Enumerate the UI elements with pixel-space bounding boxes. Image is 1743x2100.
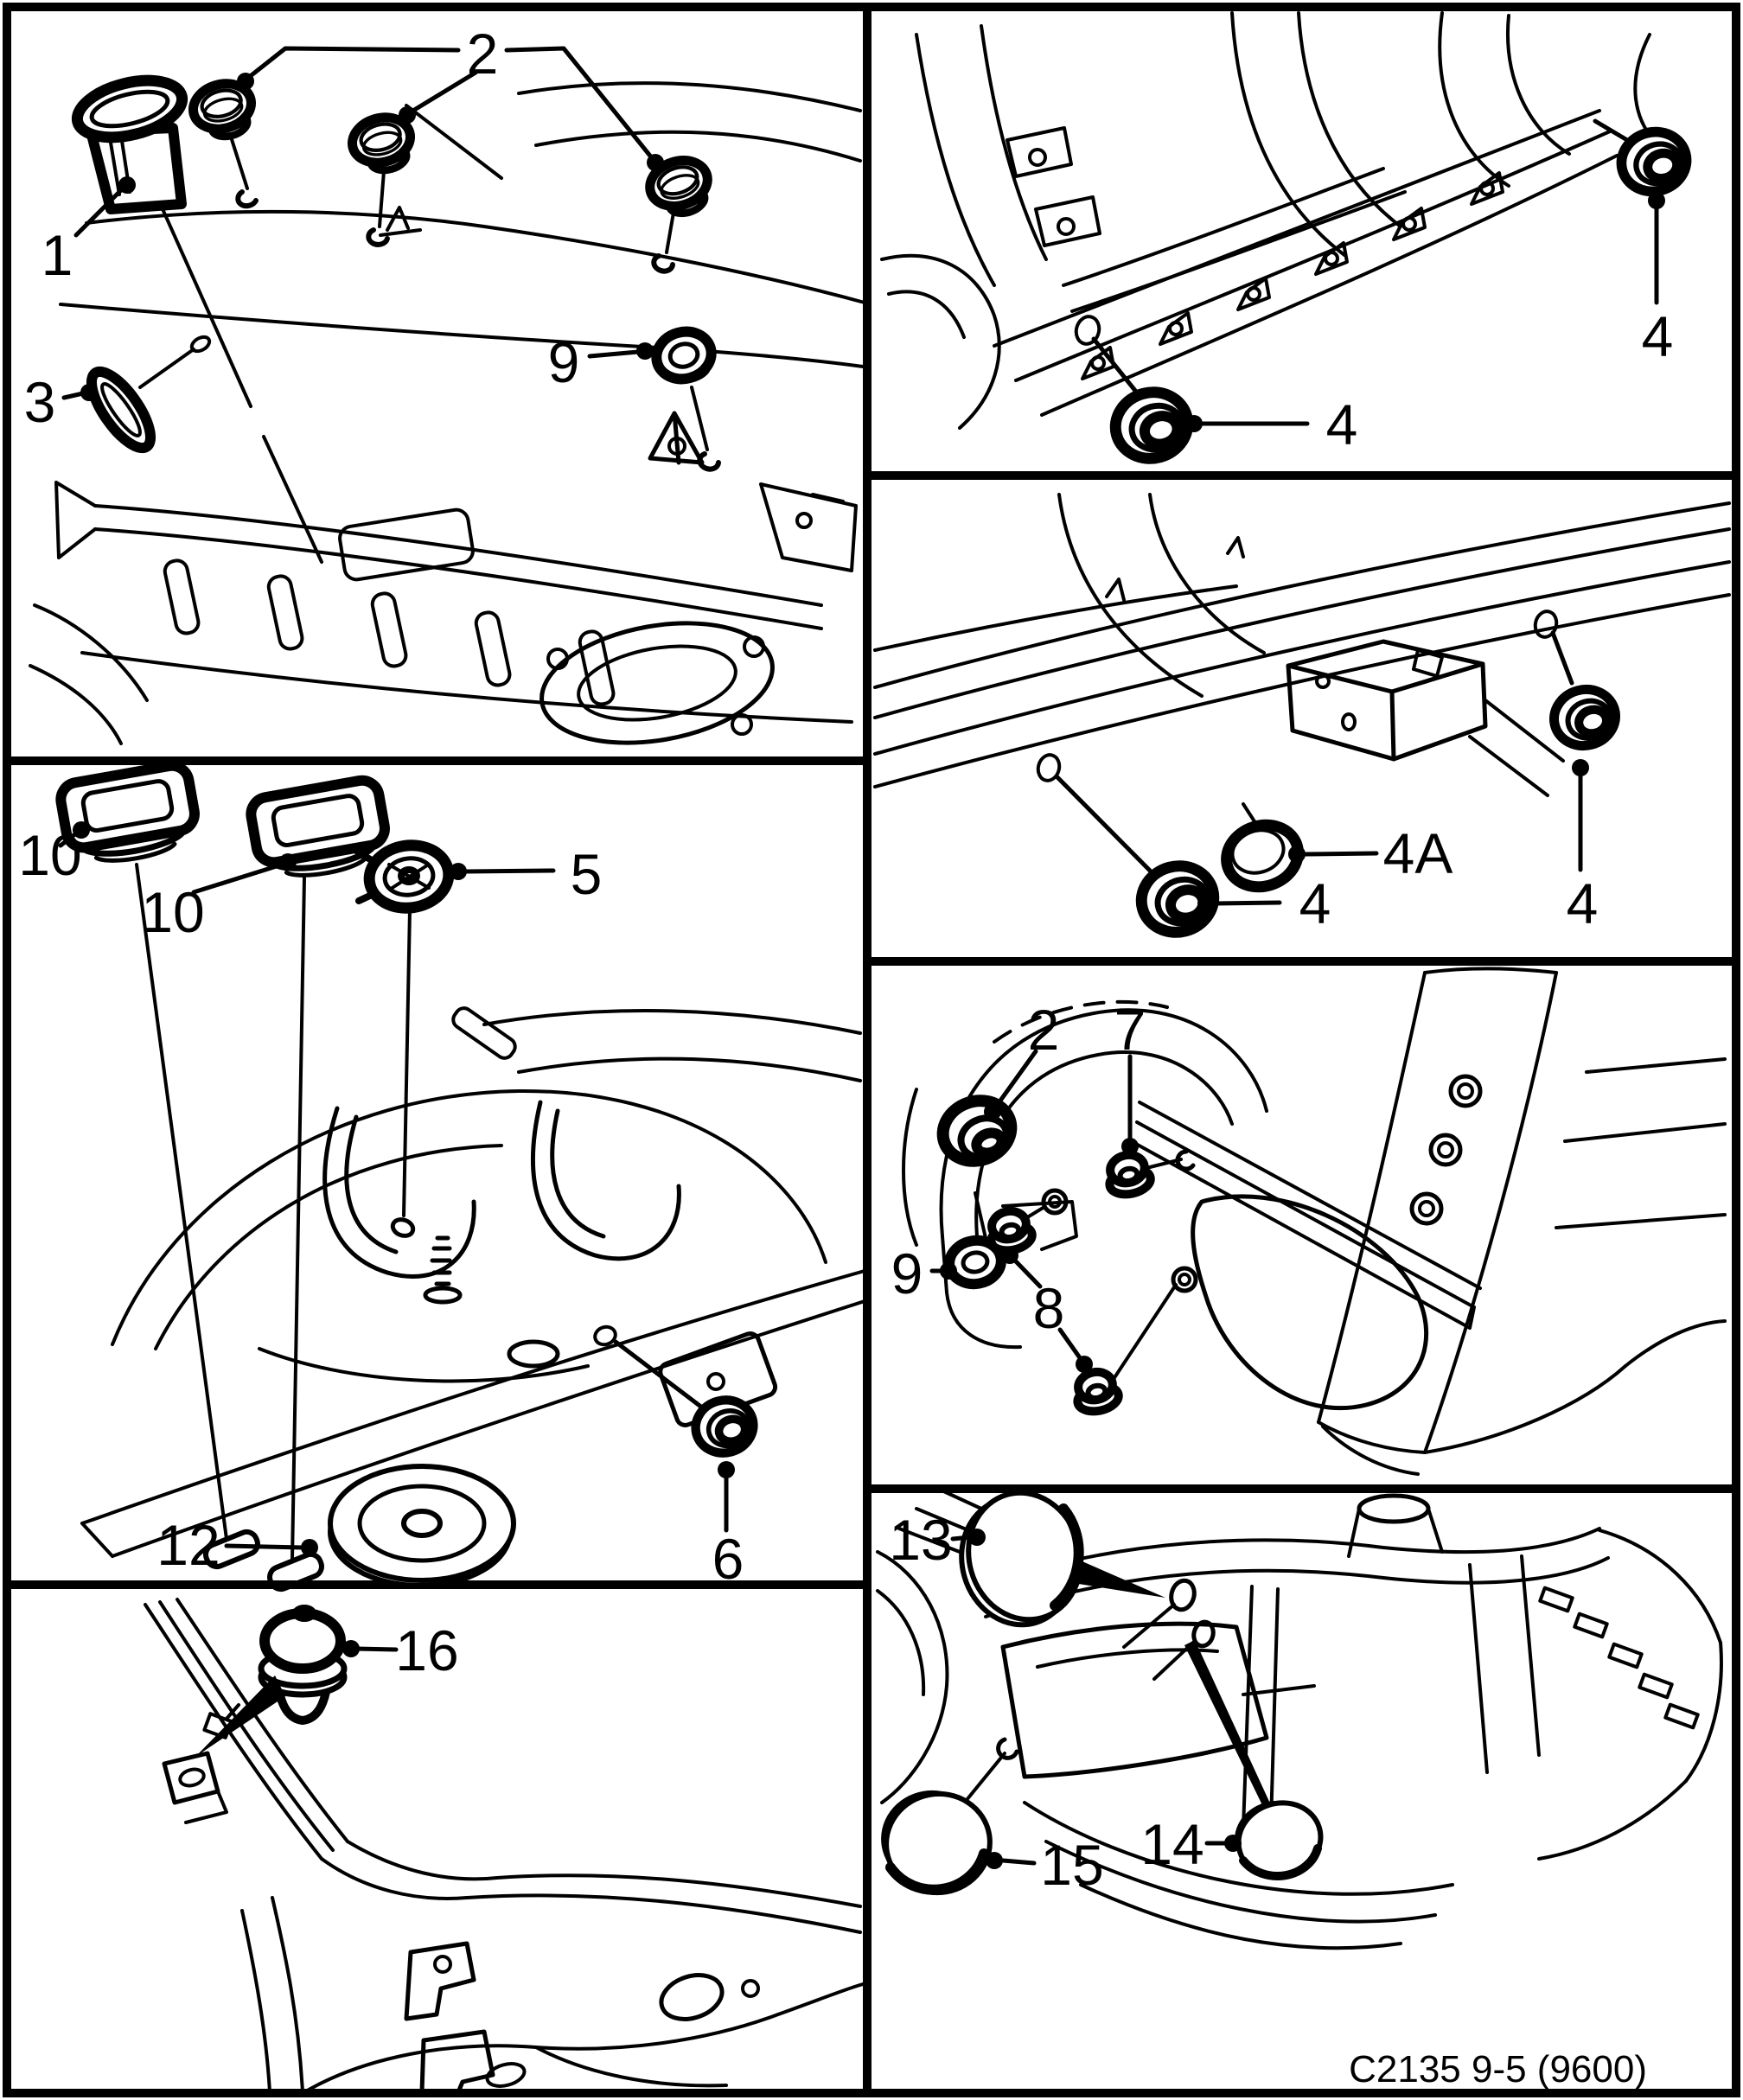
callout-10b-label: 10: [141, 880, 204, 944]
panel-inner-sill: 4 4A 4: [873, 493, 1731, 941]
outer-sill-line-art: [880, 11, 1660, 430]
callout-3: 3: [24, 370, 98, 434]
disc-item13: [959, 1490, 1084, 1628]
plug-item9-l1: [648, 326, 717, 465]
cap-item5: [354, 839, 455, 914]
callout-4-front: 4: [1185, 393, 1357, 456]
callout-6-label: 6: [712, 1527, 744, 1591]
panel-a-pillar-cowl: 16: [144, 1598, 865, 2095]
callout-15-label: 15: [1040, 1833, 1103, 1897]
inner-sill-line-art: [873, 493, 1731, 878]
insert-arrow: [1068, 1556, 1165, 1598]
wheel-well-line-art: [80, 863, 866, 1593]
figure-caption: C2135 9-5 (9600): [1349, 2048, 1647, 2090]
front-end-line-art: [876, 1487, 1723, 1950]
callout-4-left: 4: [1197, 871, 1331, 935]
callout-7-label: 7: [1114, 998, 1146, 1062]
callout-4-right-label: 4: [1567, 871, 1599, 935]
callout-13: 13: [889, 1508, 986, 1572]
callout-4-rear-label: 4: [1642, 304, 1674, 368]
oval-plug-item4A: [1221, 819, 1304, 893]
cone-plug-item16: [195, 1605, 348, 1757]
plug-stems: [228, 132, 709, 451]
callout-16-label: 16: [395, 1618, 458, 1682]
disc-item15: [881, 1790, 993, 1896]
grommet-item3: [86, 335, 212, 454]
callout-4A: 4A: [1288, 821, 1452, 885]
panel-front-fender: 2 7 9 8: [891, 967, 1727, 1476]
callout-4-front-label: 4: [1326, 393, 1358, 456]
plug-item6: [593, 1324, 759, 1459]
callout-4A-label: 4A: [1383, 821, 1453, 885]
callout-4-left-label: 4: [1299, 871, 1331, 935]
panel-outer-sill: 4 4: [880, 11, 1693, 467]
callout-16: 16: [342, 1618, 459, 1682]
callout-8-label: 8: [1033, 1276, 1065, 1340]
callout-14: 14: [1140, 1812, 1242, 1876]
callout-9-r3: 9: [891, 1241, 957, 1305]
callout-10a: 10: [18, 821, 90, 887]
disc-item12: [328, 1464, 516, 1588]
callout-2-r3-label: 2: [1028, 998, 1060, 1062]
callout-4-right: 4: [1567, 759, 1599, 935]
callout-1: 1: [42, 176, 136, 287]
callout-15: 15: [986, 1833, 1104, 1897]
callout-4-rear: 4: [1642, 192, 1674, 368]
callout-12-label: 12: [156, 1513, 220, 1577]
callout-1-label: 1: [42, 223, 73, 287]
drain-funnel-item1: [71, 74, 188, 214]
plug-item8-b: [1072, 1368, 1120, 1414]
callout-5-label: 5: [571, 842, 603, 906]
a-pillar-line-art: [144, 1598, 865, 2095]
callout-14-label: 14: [1140, 1812, 1204, 1876]
callout-9-l1-label: 9: [548, 330, 580, 394]
panel-rear-shelf: 1 2 9 3: [24, 22, 866, 745]
callout-2-r3: 2: [984, 998, 1059, 1120]
callout-12: 12: [156, 1513, 318, 1577]
callout-3-label: 3: [24, 370, 56, 434]
callout-2-label: 2: [467, 22, 499, 86]
panel-front-end: 13 15 14 C2135 9-5 (9600): [876, 1487, 1723, 2090]
panel-spare-wheel-well: 10 10 5 12 6: [18, 763, 866, 1593]
panel-frames: [3, 3, 1740, 2097]
plug-item7: [1104, 1151, 1152, 1197]
pointer-rod: [1184, 1640, 1271, 1809]
callout-7: 7: [1114, 998, 1146, 1155]
rear-shelf-line-art: [29, 81, 866, 745]
callout-10b: 10: [141, 853, 297, 944]
callout-10a-label: 10: [18, 823, 81, 887]
callout-9-l1: 9: [548, 330, 654, 394]
callout-2: 2: [237, 22, 664, 171]
callout-5: 5: [450, 842, 602, 906]
callout-6: 6: [712, 1461, 744, 1591]
callout-13-label: 13: [889, 1508, 952, 1572]
callout-8: 8: [1001, 1247, 1093, 1373]
callout-9-r3-label: 9: [891, 1241, 923, 1305]
